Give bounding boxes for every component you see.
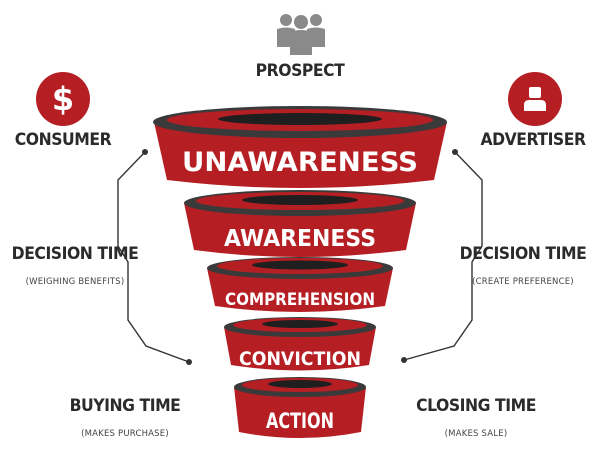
person-icon — [508, 72, 562, 126]
funnel-stage-action: ACTION — [234, 377, 366, 438]
funnel-stage-unawareness: UNAWARENESS — [153, 106, 447, 188]
stage-label-action: ACTION — [266, 409, 334, 433]
advertiser-heading: ADVERTISER — [480, 130, 586, 150]
people-group-icon — [277, 14, 325, 55]
left-connector-dot-bottom — [186, 359, 192, 365]
right-decision-title: DECISION TIME — [459, 244, 587, 264]
right-final-title: CLOSING TIME — [416, 396, 536, 416]
right-final-subtitle: (MAKES SALE) — [444, 429, 508, 439]
left-decision-title: DECISION TIME — [11, 244, 139, 264]
person-silhouette-icon — [524, 87, 546, 111]
funnel-stage-conviction: CONVICTION — [224, 317, 376, 371]
dollar-icon: $ — [36, 72, 90, 126]
right-connector — [403, 151, 483, 361]
stage-label-unawareness: UNAWARENESS — [182, 147, 418, 178]
right-connector-dot-bottom — [401, 357, 407, 363]
left-decision-subtitle: (WEIGHING BENEFITS) — [25, 277, 125, 287]
right-connector-dot-top — [452, 149, 458, 155]
left-connector-dot-top — [142, 149, 148, 155]
left-final-title: BUYING TIME — [69, 396, 181, 416]
stage-label-awareness: AWARENESS — [224, 226, 376, 252]
prospect-title: PROSPECT — [255, 61, 345, 81]
funnel-stage-awareness: AWARENESS — [184, 190, 416, 257]
right-decision-subtitle: (CREATE PREFERENCE) — [472, 277, 574, 287]
funnel-stage-comprehension: COMPREHENSION — [207, 257, 393, 312]
stage-label-comprehension: COMPREHENSION — [225, 290, 375, 310]
stage-label-conviction: CONVICTION — [239, 348, 361, 370]
left-final-subtitle: (MAKES PURCHASE) — [81, 429, 169, 439]
consumer-heading: CONSUMER — [14, 130, 112, 150]
left-connector — [117, 151, 190, 363]
